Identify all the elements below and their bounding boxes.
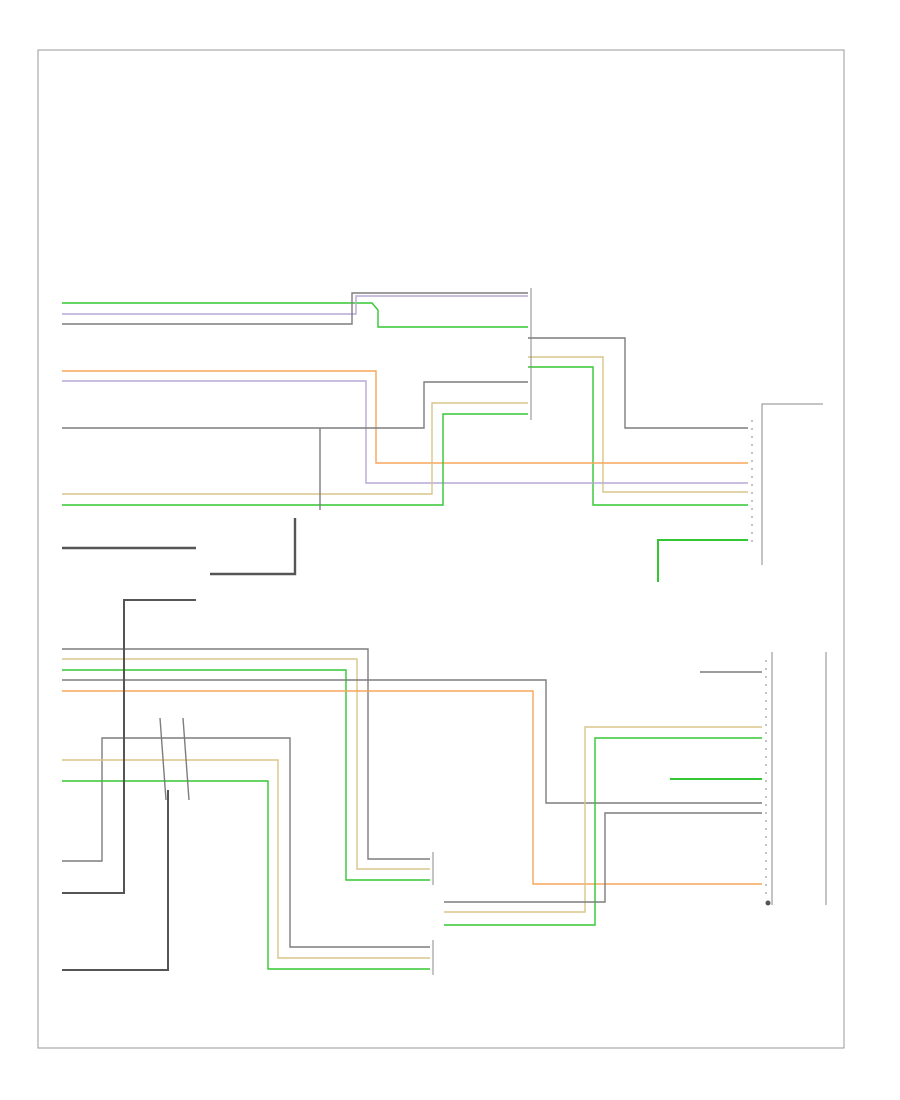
wire-group-top bbox=[62, 292, 748, 582]
wire-gray-3 bbox=[62, 381, 528, 429]
wire-tan-3 bbox=[62, 658, 430, 870]
module-connector bbox=[765, 652, 827, 906]
wire-lavender-2 bbox=[62, 380, 748, 484]
ground-dot bbox=[765, 900, 771, 906]
wire-green-2 bbox=[528, 366, 748, 506]
wire-gray-4 bbox=[62, 648, 430, 860]
wire-tan-1 bbox=[528, 356, 748, 493]
wire-green-3 bbox=[62, 413, 528, 506]
wire-green-5 bbox=[444, 737, 762, 926]
radio-connector bbox=[751, 403, 823, 565]
wire-green-7 bbox=[62, 780, 430, 970]
wire-gray-8 bbox=[62, 737, 430, 948]
wire-orange-2 bbox=[62, 690, 762, 885]
wire-gray-1 bbox=[62, 292, 528, 325]
wire-tan-2 bbox=[62, 402, 528, 495]
wire-green-4 bbox=[62, 669, 430, 881]
wire-gray-5 bbox=[62, 679, 762, 804]
wire-tan-4 bbox=[444, 726, 762, 913]
wire-gray-6 bbox=[444, 812, 762, 903]
wire-tan-5 bbox=[62, 759, 430, 959]
wire-lavender-1 bbox=[62, 295, 528, 315]
wire-orange-1 bbox=[62, 370, 748, 464]
wire-green-1 bbox=[62, 302, 528, 328]
wire-black-2 bbox=[210, 518, 297, 576]
wire-black-3 bbox=[62, 599, 196, 894]
wire-group-bottom bbox=[62, 599, 762, 971]
wire-green-ground bbox=[657, 539, 748, 582]
diagram-frame bbox=[37, 49, 845, 1049]
wire-black-4 bbox=[62, 790, 169, 971]
wire-gray-2 bbox=[528, 337, 748, 429]
